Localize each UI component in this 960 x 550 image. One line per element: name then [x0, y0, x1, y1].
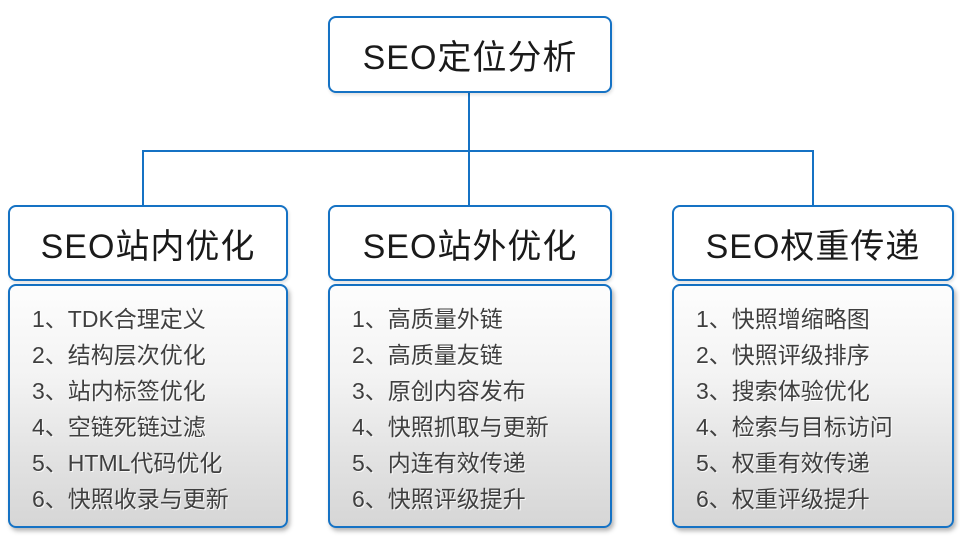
root-node-label: SEO定位分析 [362, 39, 578, 77]
list-item: 5、内连有效传递 [352, 450, 526, 476]
branch-header-offsite: SEO站外优化 [328, 205, 612, 281]
root-node: SEO定位分析 [328, 16, 612, 93]
list-item: 1、快照增缩略图 [696, 306, 870, 332]
list-item: 4、检索与目标访问 [696, 414, 893, 440]
connector-drop-left [142, 150, 144, 205]
connector-drop-center [468, 150, 470, 205]
list-item: 3、原创内容发布 [352, 378, 526, 404]
branch-list-onsite: 1、TDK合理定义 2、结构层次优化 3、站内标签优化 4、空链死链过滤 5、H… [8, 284, 288, 528]
branch-header-weight: SEO权重传递 [672, 205, 954, 281]
list-item: 4、快照抓取与更新 [352, 414, 549, 440]
list-item: 2、高质量友链 [352, 342, 503, 368]
list-item: 3、搜索体验优化 [696, 378, 870, 404]
connector-drop-right [812, 150, 814, 205]
connector-root-stem [468, 93, 470, 150]
connector-crossbar [142, 150, 814, 152]
branch-header-label: SEO站内优化 [40, 227, 256, 266]
list-item: 6、快照收录与更新 [32, 486, 229, 512]
list-item: 3、站内标签优化 [32, 378, 206, 404]
branch-header-label: SEO权重传递 [705, 227, 921, 266]
list-item: 4、空链死链过滤 [32, 414, 206, 440]
list-item: 6、快照评级提升 [352, 486, 526, 512]
branch-list-weight: 1、快照增缩略图 2、快照评级排序 3、搜索体验优化 4、检索与目标访问 5、权… [672, 284, 954, 528]
list-item: 6、权重评级提升 [696, 486, 870, 512]
branch-list-offsite: 1、高质量外链 2、高质量友链 3、原创内容发布 4、快照抓取与更新 5、内连有… [328, 284, 612, 528]
branch-header-onsite: SEO站内优化 [8, 205, 288, 281]
list-item: 1、TDK合理定义 [32, 306, 206, 332]
list-item: 1、高质量外链 [352, 306, 503, 332]
branch-header-label: SEO站外优化 [362, 227, 578, 266]
list-item: 2、结构层次优化 [32, 342, 206, 368]
list-item: 5、HTML代码优化 [32, 450, 223, 476]
list-item: 2、快照评级排序 [696, 342, 870, 368]
list-item: 5、权重有效传递 [696, 450, 870, 476]
